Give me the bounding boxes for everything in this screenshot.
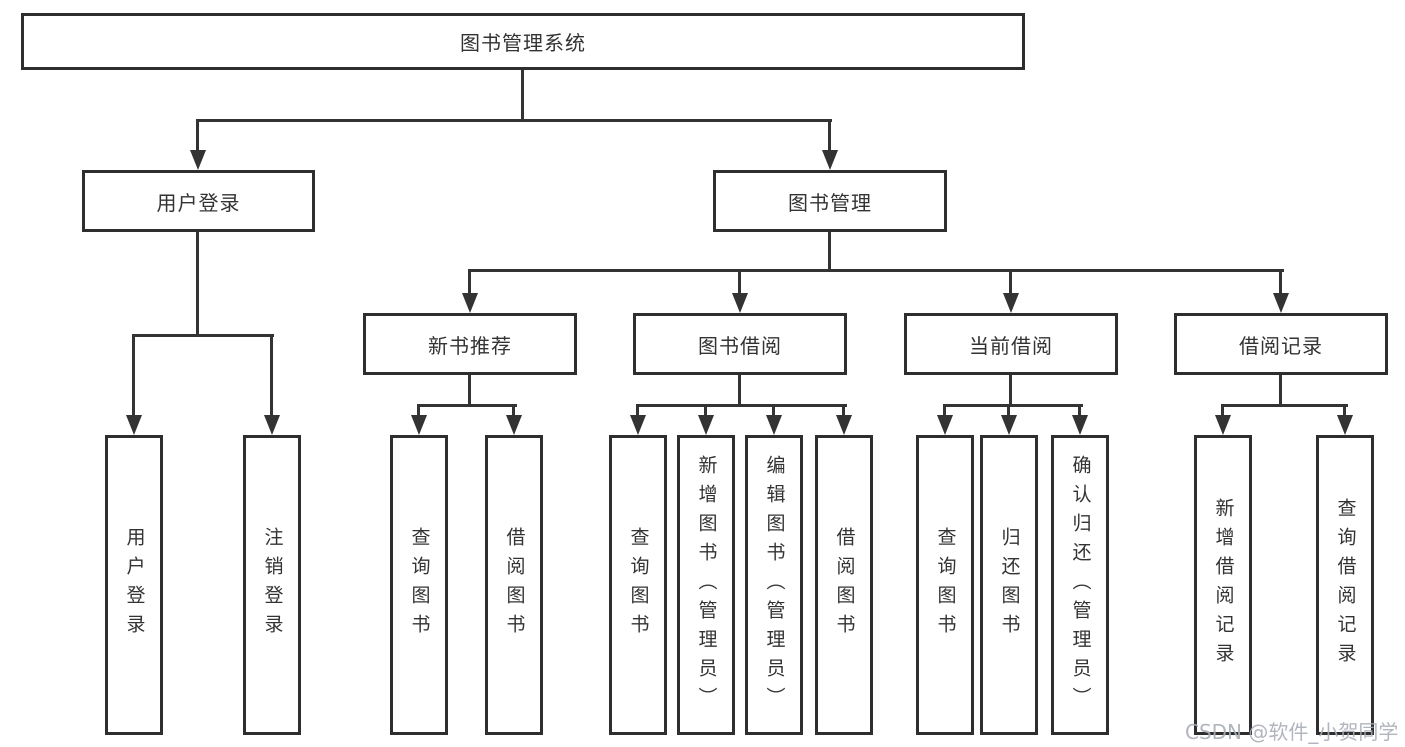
arrow-down-icon xyxy=(836,415,852,435)
node-book-borrow: 图书借阅 xyxy=(633,313,847,375)
connector-stem xyxy=(1009,375,1012,407)
node-user-login: 用户登录 xyxy=(82,170,315,232)
leaf-borrow-books: 借阅图书 xyxy=(815,435,873,735)
connector-drop xyxy=(943,405,946,417)
arrow-down-icon xyxy=(411,415,427,435)
node-new-book-recommend-label: 新书推荐 xyxy=(428,333,512,358)
connector-drop xyxy=(1078,405,1081,417)
leaf-add-book-admin: 新增图书（管理员） xyxy=(677,435,735,735)
arrow-down-icon xyxy=(1003,293,1019,313)
node-root-label: 图书管理系统 xyxy=(460,31,586,55)
connector-drop xyxy=(1221,405,1224,417)
node-borrow-records: 借阅记录 xyxy=(1174,313,1388,375)
leaf-query-borrow-record-label: 查询借阅记录 xyxy=(1334,498,1357,672)
node-user-login-label: 用户登录 xyxy=(156,190,241,215)
arrow-down-icon xyxy=(190,150,206,170)
connector-drop xyxy=(1279,270,1282,295)
node-current-borrow-label: 当前借阅 xyxy=(969,333,1053,358)
node-book-management: 图书管理 xyxy=(713,170,947,232)
connector-stem xyxy=(1279,375,1282,407)
connector-drop xyxy=(828,120,831,152)
node-book-borrow-label: 图书借阅 xyxy=(698,333,782,358)
leaf-add-book-admin-label: 新增图书（管理员） xyxy=(695,454,718,716)
connector-stem xyxy=(521,70,524,122)
leaf-query-books-recommend: 查询图书 xyxy=(390,435,448,735)
connector-drop xyxy=(636,405,639,417)
arrow-down-icon xyxy=(732,293,748,313)
arrow-down-icon xyxy=(126,415,142,435)
arrow-down-icon xyxy=(264,415,280,435)
connector-drop xyxy=(1007,405,1010,417)
leaf-confirm-return-admin: 确认归还（管理员） xyxy=(1051,435,1109,735)
leaf-borrow-books-recommend: 借阅图书 xyxy=(485,435,543,735)
leaf-user-login: 用户登录 xyxy=(105,435,163,735)
connector-drop xyxy=(132,335,135,417)
leaf-edit-book-admin: 编辑图书（管理员） xyxy=(745,435,803,735)
arrow-down-icon xyxy=(937,415,953,435)
connector-branch xyxy=(132,334,274,337)
arrow-down-icon xyxy=(462,293,478,313)
leaf-query-books-borrow-label: 查询图书 xyxy=(627,527,650,643)
connector-branch xyxy=(636,404,847,407)
connector-drop xyxy=(1343,405,1346,417)
arrow-down-icon xyxy=(1337,415,1353,435)
connector-stem xyxy=(196,232,199,336)
node-borrow-records-label: 借阅记录 xyxy=(1239,333,1323,358)
connector-drop xyxy=(512,405,515,417)
arrow-down-icon xyxy=(630,415,646,435)
connector-drop xyxy=(1009,270,1012,295)
leaf-query-borrow-record: 查询借阅记录 xyxy=(1316,435,1374,735)
leaf-confirm-return-admin-label: 确认归还（管理员） xyxy=(1069,454,1092,716)
leaf-query-books-current-label: 查询图书 xyxy=(934,527,957,643)
connector-branch xyxy=(943,404,1083,407)
leaf-logout-label: 注销登录 xyxy=(261,527,284,643)
leaf-user-login-label: 用户登录 xyxy=(123,527,146,643)
connector-drop xyxy=(468,270,471,295)
connector-branch xyxy=(196,119,832,122)
node-current-borrow: 当前借阅 xyxy=(904,313,1118,375)
connector-drop xyxy=(738,270,741,295)
connector-drop xyxy=(270,335,273,417)
connector-drop xyxy=(842,405,845,417)
leaf-add-borrow-record-label: 新增借阅记录 xyxy=(1212,498,1235,672)
leaf-return-book: 归还图书 xyxy=(980,435,1038,735)
leaf-borrow-books-label: 借阅图书 xyxy=(833,527,856,643)
connector-drop xyxy=(704,405,707,417)
arrow-down-icon xyxy=(506,415,522,435)
arrow-down-icon xyxy=(1072,415,1088,435)
arrow-down-icon xyxy=(766,415,782,435)
connector-branch xyxy=(417,404,517,407)
node-book-management-label: 图书管理 xyxy=(788,190,872,215)
leaf-query-books-recommend-label: 查询图书 xyxy=(408,527,431,643)
connector-drop xyxy=(417,405,420,417)
arrow-down-icon xyxy=(1273,293,1289,313)
node-root: 图书管理系统 xyxy=(21,13,1025,70)
arrow-down-icon xyxy=(822,150,838,170)
connector-stem xyxy=(468,375,471,407)
csdn-watermark: CSDN @软件_小贺同学 xyxy=(1185,720,1399,744)
leaf-borrow-books-recommend-label: 借阅图书 xyxy=(503,527,526,643)
connector-drop xyxy=(196,120,199,152)
node-new-book-recommend: 新书推荐 xyxy=(363,313,577,375)
connector-branch xyxy=(1221,404,1348,407)
leaf-query-books-borrow: 查询图书 xyxy=(609,435,667,735)
connector-drop xyxy=(772,405,775,417)
connector-stem xyxy=(738,375,741,407)
leaf-return-book-label: 归还图书 xyxy=(998,527,1021,643)
arrow-down-icon xyxy=(1001,415,1017,435)
arrow-down-icon xyxy=(1215,415,1231,435)
leaf-edit-book-admin-label: 编辑图书（管理员） xyxy=(763,454,786,716)
connector-branch xyxy=(468,269,1284,272)
connector-stem xyxy=(828,232,831,272)
leaf-logout: 注销登录 xyxy=(243,435,301,735)
arrow-down-icon xyxy=(698,415,714,435)
leaf-query-books-current: 查询图书 xyxy=(916,435,974,735)
leaf-add-borrow-record: 新增借阅记录 xyxy=(1194,435,1252,735)
